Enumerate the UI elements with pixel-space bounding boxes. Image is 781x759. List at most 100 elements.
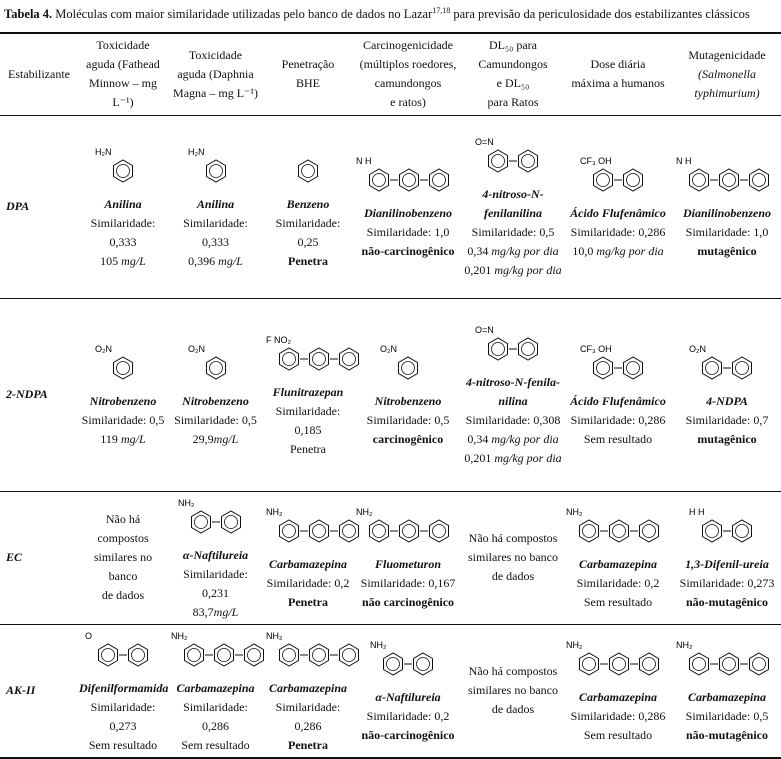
cell-line: Não há compostos xyxy=(464,662,562,681)
cell-line: Ácido Flufenâmico xyxy=(564,204,672,223)
molecule-label: H₂N xyxy=(95,147,112,157)
stabilizer-name: 2-NDPA xyxy=(6,387,48,401)
cell-text: Sem resultado xyxy=(583,432,653,446)
molecule-label: NH₂ xyxy=(356,507,373,517)
cell-line: Similaridade: 0,25 xyxy=(264,214,352,252)
molecule-label: NH₂ xyxy=(566,507,583,517)
cell-line: fenilanilina xyxy=(464,204,562,223)
cell-line: não-mutagênico xyxy=(674,726,780,745)
cell-text: Similaridade: 0,286 xyxy=(570,225,666,239)
cell-text: Similaridade: 0,5 xyxy=(685,709,769,724)
molecule-label: O₂N xyxy=(380,344,397,354)
cell-line: similares no banco xyxy=(464,548,562,567)
cell-text: mg/kg por dia xyxy=(494,263,562,277)
cell-line: Penetra xyxy=(264,252,352,271)
cell-text: 0,34 xyxy=(467,432,492,446)
molecule-structure-icon: NH₂ xyxy=(676,640,769,676)
cell-text: mg/L xyxy=(120,432,146,446)
molecule-label: F NO₂ xyxy=(266,335,291,345)
molecule-structure-icon xyxy=(298,158,318,183)
cell-line: Benzeno xyxy=(264,195,352,214)
cell-line: similares no banco xyxy=(79,548,167,586)
cell-text: Carbamazepina xyxy=(268,557,347,571)
cell-line: Similaridade: 0,5 xyxy=(464,223,562,242)
cell-text: não-carcinogênico xyxy=(361,244,455,258)
cell-text: de dados xyxy=(491,569,535,583)
cell-text: α-Naftilureia xyxy=(182,547,249,562)
table-caption: Tabela 4. Moléculas com maior similarida… xyxy=(0,0,781,32)
cell-line: Carbamazepina xyxy=(169,679,262,698)
molecule-label: NH₂ xyxy=(178,498,195,508)
cell-text: Similaridade: 1,0 xyxy=(685,225,769,239)
molecule-label: H H xyxy=(689,507,705,517)
cell-text: Ácido Flufenâmico xyxy=(570,394,666,408)
cell-line: 0,34 mg/kg por dia xyxy=(464,242,562,261)
header-line: Mutagenicidade xyxy=(688,47,766,62)
cell-line: carcinogênico xyxy=(354,430,462,449)
cell-text: Similaridade: 0,286 xyxy=(275,699,341,733)
cell-text: mg/kg por dia xyxy=(596,244,664,258)
cell-text: Anilina xyxy=(196,196,235,211)
cell-text: similares no banco xyxy=(468,683,558,698)
cell-line: Similaridade: 0,231 xyxy=(169,565,262,603)
cell-text: Sem resultado xyxy=(583,728,653,743)
cell-line: Nitrobenzeno xyxy=(354,392,462,411)
caption-text: Moléculas com maior similaridade utiliza… xyxy=(55,7,433,22)
header-line: Magna – mg L⁻¹) xyxy=(173,85,258,100)
cell-line: Dianilinobenzeno xyxy=(354,204,462,223)
cell-text: Similaridade: 0,308 xyxy=(465,413,561,427)
molecule-structure-icon: N H xyxy=(356,156,449,192)
cell-text: mg/L xyxy=(213,604,239,619)
cell-text: 0,201 xyxy=(464,451,495,465)
cell-text: Nitrobenzeno xyxy=(182,394,249,408)
caption-refs: 17,18 xyxy=(432,6,451,15)
cell-line: Sem resultado xyxy=(79,736,167,755)
cell-text: Penetra xyxy=(290,441,326,456)
molecule-structure-icon: O₂N xyxy=(689,344,752,380)
cell-text: 119 xyxy=(100,432,121,446)
cell-line: Não há compostos xyxy=(464,529,562,548)
cell-text: Penetra xyxy=(288,737,328,752)
cell-text: 4-nitroso-N- xyxy=(482,187,544,201)
cell-line: Carbamazepina xyxy=(674,688,780,707)
cell-line: não-carcinogênico xyxy=(354,242,462,261)
cell-text: mg/kg por dia xyxy=(491,432,559,446)
cell-text: Não há compostos xyxy=(468,531,558,545)
stabilizer-name: AK-II xyxy=(6,683,36,698)
molecule-structure-icon: F NO₂ xyxy=(266,335,359,371)
cell-line: Anilina xyxy=(79,195,167,214)
cell-text: Similaridade: 0,2 xyxy=(576,576,660,590)
cell-text: 0,396 xyxy=(188,253,219,268)
cell-text: Ácido Flufenâmico xyxy=(570,206,666,220)
cell-text: 4-NDPA xyxy=(706,394,748,408)
cell-line: Similaridade: 0,308 xyxy=(464,411,562,430)
cell-line: não-carcinogênico xyxy=(354,726,462,745)
header-line: Estabilizante xyxy=(8,66,70,81)
molecule-structure-icon: CF₃ OH xyxy=(580,156,643,192)
cell-text: Similaridade: 0,273 xyxy=(90,699,156,733)
molecule-label: O₂N xyxy=(95,344,112,354)
cell-text: 83,7 xyxy=(192,604,214,619)
cell-line: Carbamazepina xyxy=(264,679,352,698)
cell-line: Sem resultado xyxy=(169,736,262,755)
cell-line: Similaridade: 1,0 xyxy=(674,223,780,242)
cell-line: 83,7mg/L xyxy=(169,603,262,622)
cell-line: Nitrobenzeno xyxy=(79,392,167,411)
cell-text: Similaridade: 0,333 xyxy=(183,215,248,249)
cell-line: 0,396 mg/L xyxy=(169,252,262,271)
molecule-structure-icon: H₂N xyxy=(188,147,226,183)
cell-text: Anilina xyxy=(104,196,142,211)
cell-text: Similaridade: 0,2 xyxy=(366,709,450,724)
cell-text: Similaridade: 0,7 xyxy=(685,413,769,427)
table-cell: Não há compostos similares no banco de dad… xyxy=(463,491,563,624)
cell-text: de dados xyxy=(101,588,145,602)
cell-text: 105 xyxy=(100,253,122,268)
